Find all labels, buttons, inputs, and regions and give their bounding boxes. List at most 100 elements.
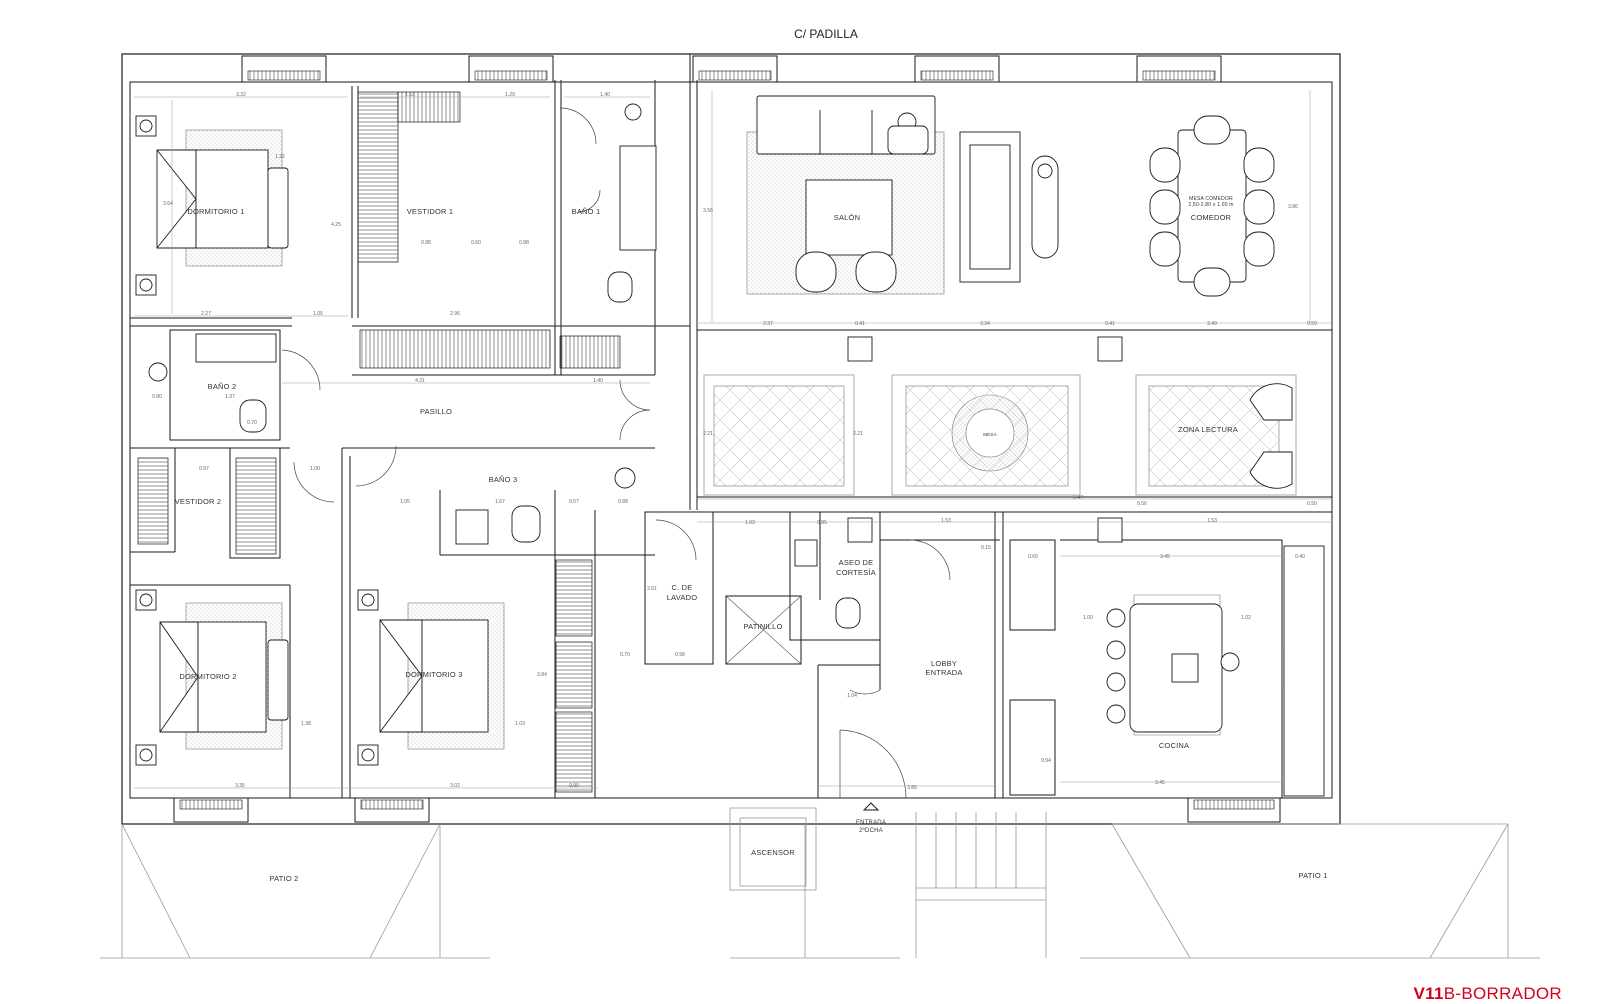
svg-text:1.05: 1.05: [400, 499, 410, 505]
door-swings: [281, 107, 951, 799]
living-furniture: [756, 95, 1059, 293]
label-bano-2: BAÑO 2: [208, 382, 237, 391]
svg-text:3.34: 3.34: [980, 321, 990, 327]
svg-text:2.96: 2.96: [450, 311, 460, 317]
interior-walls: [130, 54, 1332, 798]
svg-text:3.47: 3.47: [1073, 495, 1083, 501]
svg-text:2.61: 2.61: [647, 586, 657, 592]
label-mesa-lectura: MESA: [983, 432, 997, 437]
svg-text:1.29: 1.29: [505, 92, 515, 98]
svg-text:3.02: 3.02: [450, 783, 460, 789]
label-c-lavado-1: C. DE: [671, 583, 692, 592]
label-patinillo: PATINILLO: [743, 622, 782, 631]
svg-text:0.60: 0.60: [471, 240, 481, 246]
svg-text:3.86: 3.86: [1288, 204, 1298, 210]
svg-text:0.90: 0.90: [569, 783, 579, 789]
label-vestidor-2: VESTIDOR 2: [175, 497, 222, 506]
svg-text:0.41: 0.41: [855, 321, 865, 327]
street-label: C/ PADILLA: [794, 27, 858, 41]
svg-text:1.67: 1.67: [495, 499, 505, 505]
svg-text:1.05: 1.05: [313, 311, 323, 317]
svg-text:3.84: 3.84: [537, 672, 547, 678]
svg-text:0.80: 0.80: [152, 394, 162, 400]
svg-text:2.27: 2.27: [201, 311, 211, 317]
svg-text:1.53: 1.53: [405, 92, 415, 98]
svg-text:1.04: 1.04: [847, 693, 857, 699]
label-zona-lectura: ZONA LECTURA: [1178, 425, 1238, 434]
svg-text:1.40: 1.40: [593, 378, 603, 384]
svg-text:1.00: 1.00: [1083, 615, 1093, 621]
beds: [156, 149, 489, 733]
svg-text:0.70: 0.70: [247, 420, 257, 426]
svg-text:4.31: 4.31: [415, 378, 425, 384]
svg-text:0.56: 0.56: [1137, 501, 1147, 507]
label-entrada-1: ENTRADA: [856, 820, 886, 826]
svg-text:0.88: 0.88: [421, 240, 431, 246]
svg-text:0.41: 0.41: [1105, 321, 1115, 327]
bathroom-fixtures: [148, 103, 861, 629]
svg-text:0.97: 0.97: [199, 466, 209, 472]
svg-text:0.70: 0.70: [620, 652, 630, 658]
dimension-lines: [134, 90, 1332, 789]
patinillo-cross: [725, 595, 802, 665]
version-status: B-BORRADOR: [1443, 984, 1562, 1003]
svg-text:3.49: 3.49: [1207, 321, 1217, 327]
version-stamp: V11B-BORRADOR: [1414, 984, 1562, 1004]
label-aseo-1: ASEO DE: [839, 558, 874, 567]
svg-text:1.03: 1.03: [745, 520, 755, 526]
label-bano-1: BAÑO 1: [572, 207, 601, 216]
svg-text:0.98: 0.98: [675, 652, 685, 658]
label-dormitorio-1: DORMITORIO 1: [187, 207, 244, 216]
label-entrada-2: 2ºDCHA: [859, 827, 883, 834]
svg-text:1.53: 1.53: [1207, 518, 1217, 524]
kitchen-furniture: [1106, 545, 1325, 797]
svg-text:2.21: 2.21: [853, 431, 863, 437]
svg-text:3.56: 3.56: [703, 208, 713, 214]
svg-text:2.21: 2.21: [703, 431, 713, 437]
label-patio-2: PATIO 2: [269, 874, 298, 883]
label-salon: SALÓN: [834, 213, 860, 222]
svg-text:3.86: 3.86: [907, 785, 917, 791]
label-vestidor-1: VESTIDOR 1: [407, 207, 454, 216]
svg-text:1.37: 1.37: [225, 394, 235, 400]
label-cocina: COCINA: [1159, 741, 1189, 750]
label-dormitorio-2: DORMITORIO 2: [179, 672, 236, 681]
wardrobes: [137, 91, 621, 793]
entrance-marker: [862, 802, 880, 811]
label-dormitorio-3: DORMITORIO 3: [405, 670, 462, 679]
dimension-texts: 3.32 1.32 3.64 2.27 1.05 2.96 1.53 1.29 …: [152, 92, 1317, 791]
reading-chairs: [1249, 383, 1293, 489]
label-mesa-comedor-size: 2,50-2,80 x 1,00 m: [1188, 202, 1233, 208]
label-ascensor: ASCENSOR: [751, 848, 795, 857]
svg-text:0.85: 0.85: [817, 520, 827, 526]
svg-text:0.50: 0.50: [1307, 321, 1317, 327]
room-labels: DORMITORIO 1 VESTIDOR 1 BAÑO 1 SALÓN MES…: [175, 196, 1328, 883]
svg-text:3.45: 3.45: [1155, 780, 1165, 786]
svg-text:3.35: 3.35: [235, 783, 245, 789]
label-bano-3: BAÑO 3: [489, 475, 518, 484]
label-c-lavado-2: LAVADO: [667, 593, 698, 602]
svg-text:1.40: 1.40: [600, 92, 610, 98]
label-mesa-comedor: MESA COMEDOR: [1189, 196, 1233, 202]
svg-text:3.64: 3.64: [163, 201, 173, 207]
svg-text:0.60: 0.60: [1028, 554, 1038, 560]
svg-text:1.02: 1.02: [1241, 615, 1251, 621]
svg-text:3.32: 3.32: [236, 92, 246, 98]
svg-text:2.37: 2.37: [763, 321, 773, 327]
svg-text:0.40: 0.40: [1295, 554, 1305, 560]
svg-text:1.38: 1.38: [301, 721, 311, 727]
svg-text:3.45: 3.45: [1160, 554, 1170, 560]
svg-text:0.57: 0.57: [569, 499, 579, 505]
dining-set: [1149, 115, 1275, 297]
label-patio-1: PATIO 1: [1298, 871, 1327, 880]
version-code: V11: [1413, 984, 1444, 1003]
label-comedor: COMEDOR: [1191, 213, 1232, 222]
svg-text:0.50: 0.50: [1307, 501, 1317, 507]
svg-text:0.94: 0.94: [1041, 758, 1051, 764]
svg-text:0.88: 0.88: [519, 240, 529, 246]
patios: [100, 807, 1540, 959]
label-pasillo: PASILLO: [420, 407, 452, 416]
svg-text:1.53: 1.53: [941, 518, 951, 524]
label-lobby-2: ENTRADA: [925, 668, 962, 677]
